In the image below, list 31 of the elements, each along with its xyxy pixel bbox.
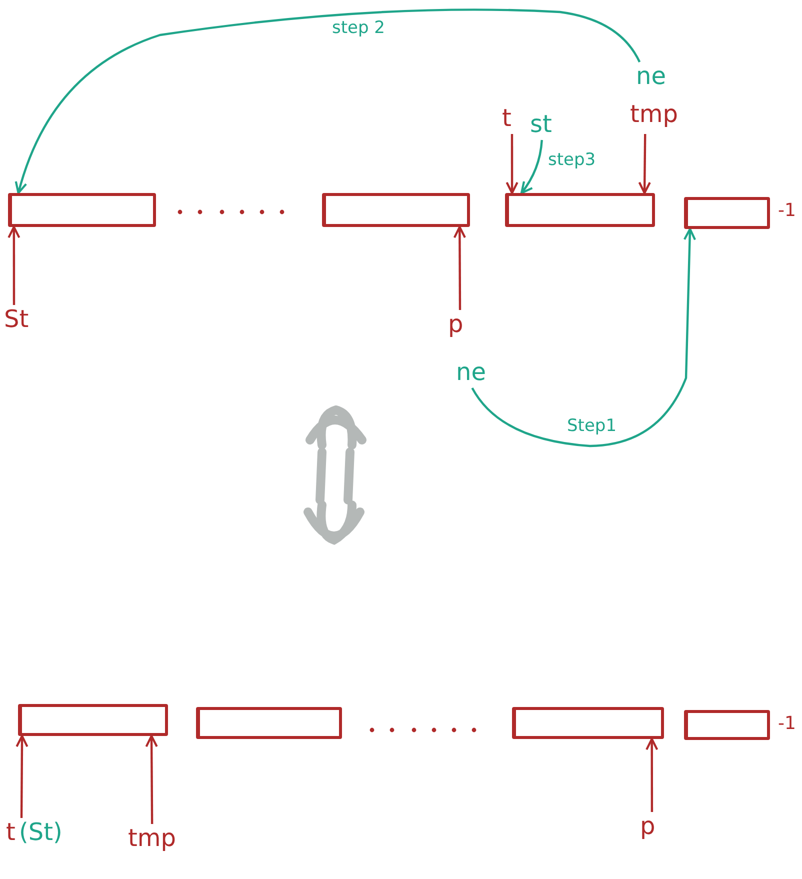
pointer-label: st <box>530 110 566 140</box>
pointer-label: ne <box>456 358 492 388</box>
arrow <box>16 734 28 818</box>
arrow <box>646 738 658 812</box>
pointer-label: t <box>6 818 16 846</box>
pointer-label: ne <box>636 62 672 92</box>
pointer-label: p <box>448 310 472 344</box>
list-node-bar <box>322 193 470 227</box>
arrow <box>638 134 651 194</box>
pointer-label: St <box>4 305 44 339</box>
null-terminator-label: -1 <box>778 713 796 734</box>
pointer-label: t <box>502 104 522 134</box>
arrow <box>506 134 518 194</box>
pointer-label: p <box>640 812 666 846</box>
pointer-label: tmp <box>128 824 184 860</box>
list-node-bar <box>512 707 664 739</box>
arrow <box>520 140 543 194</box>
arrow <box>453 226 466 310</box>
null-terminator-label: -1 <box>778 200 796 221</box>
list-node-bar <box>684 197 770 229</box>
list-node-bar <box>8 193 156 227</box>
list-node-bar <box>684 710 770 740</box>
pointer-label: (St) <box>19 818 62 846</box>
arrow <box>8 226 20 305</box>
list-node-bar <box>196 707 342 739</box>
pointer-label: tmp <box>630 100 686 134</box>
list-node-bar <box>505 193 655 227</box>
arrow <box>471 228 696 448</box>
arrow <box>15 8 641 194</box>
arrow <box>145 734 158 824</box>
list-node-bar <box>18 704 168 736</box>
